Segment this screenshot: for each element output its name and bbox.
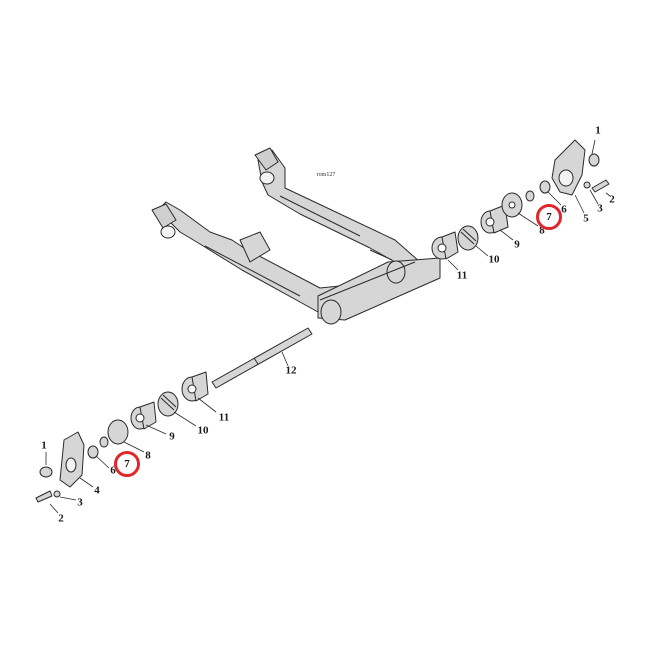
part-label-6-left: 6 [110, 464, 116, 477]
part-label-11-left: 11 [218, 411, 230, 424]
part-label-8-left: 8 [145, 449, 151, 462]
part-label-3-left: 3 [77, 496, 83, 509]
swingarm [151, 147, 441, 325]
part-label-1-right: 1 [595, 124, 601, 137]
highlight-circle-part-7-right: 7 [536, 204, 562, 230]
part-label-9-left: 9 [169, 430, 175, 443]
part-label-2-left: 2 [58, 512, 64, 525]
leader-lines [45, 139, 611, 514]
part-label-2-right: 2 [609, 193, 615, 206]
highlight-circle-part-7-left: 7 [114, 451, 140, 477]
part-label-10-right: 10 [488, 253, 500, 266]
part-label-5-right: 5 [583, 212, 589, 225]
part-label-7-left: 7 [124, 458, 130, 470]
part-label-6-right: 6 [561, 203, 567, 216]
diagram-reference-code: rom127 [316, 172, 336, 178]
part-label-3-right: 3 [597, 202, 603, 215]
part-label-4-left: 4 [94, 484, 100, 497]
part-label-11-right: 11 [456, 269, 468, 282]
left-parts [35, 371, 209, 503]
part-label-10-left: 10 [197, 424, 209, 437]
right-parts [431, 139, 610, 260]
part-label-7-right: 7 [546, 211, 552, 223]
pivot-shaft [211, 327, 313, 389]
part-label-1-left: 1 [41, 439, 47, 452]
part-label-8-right: 8 [539, 224, 545, 237]
part-label-12: 12 [285, 364, 297, 377]
part-label-9-right: 9 [514, 238, 520, 251]
